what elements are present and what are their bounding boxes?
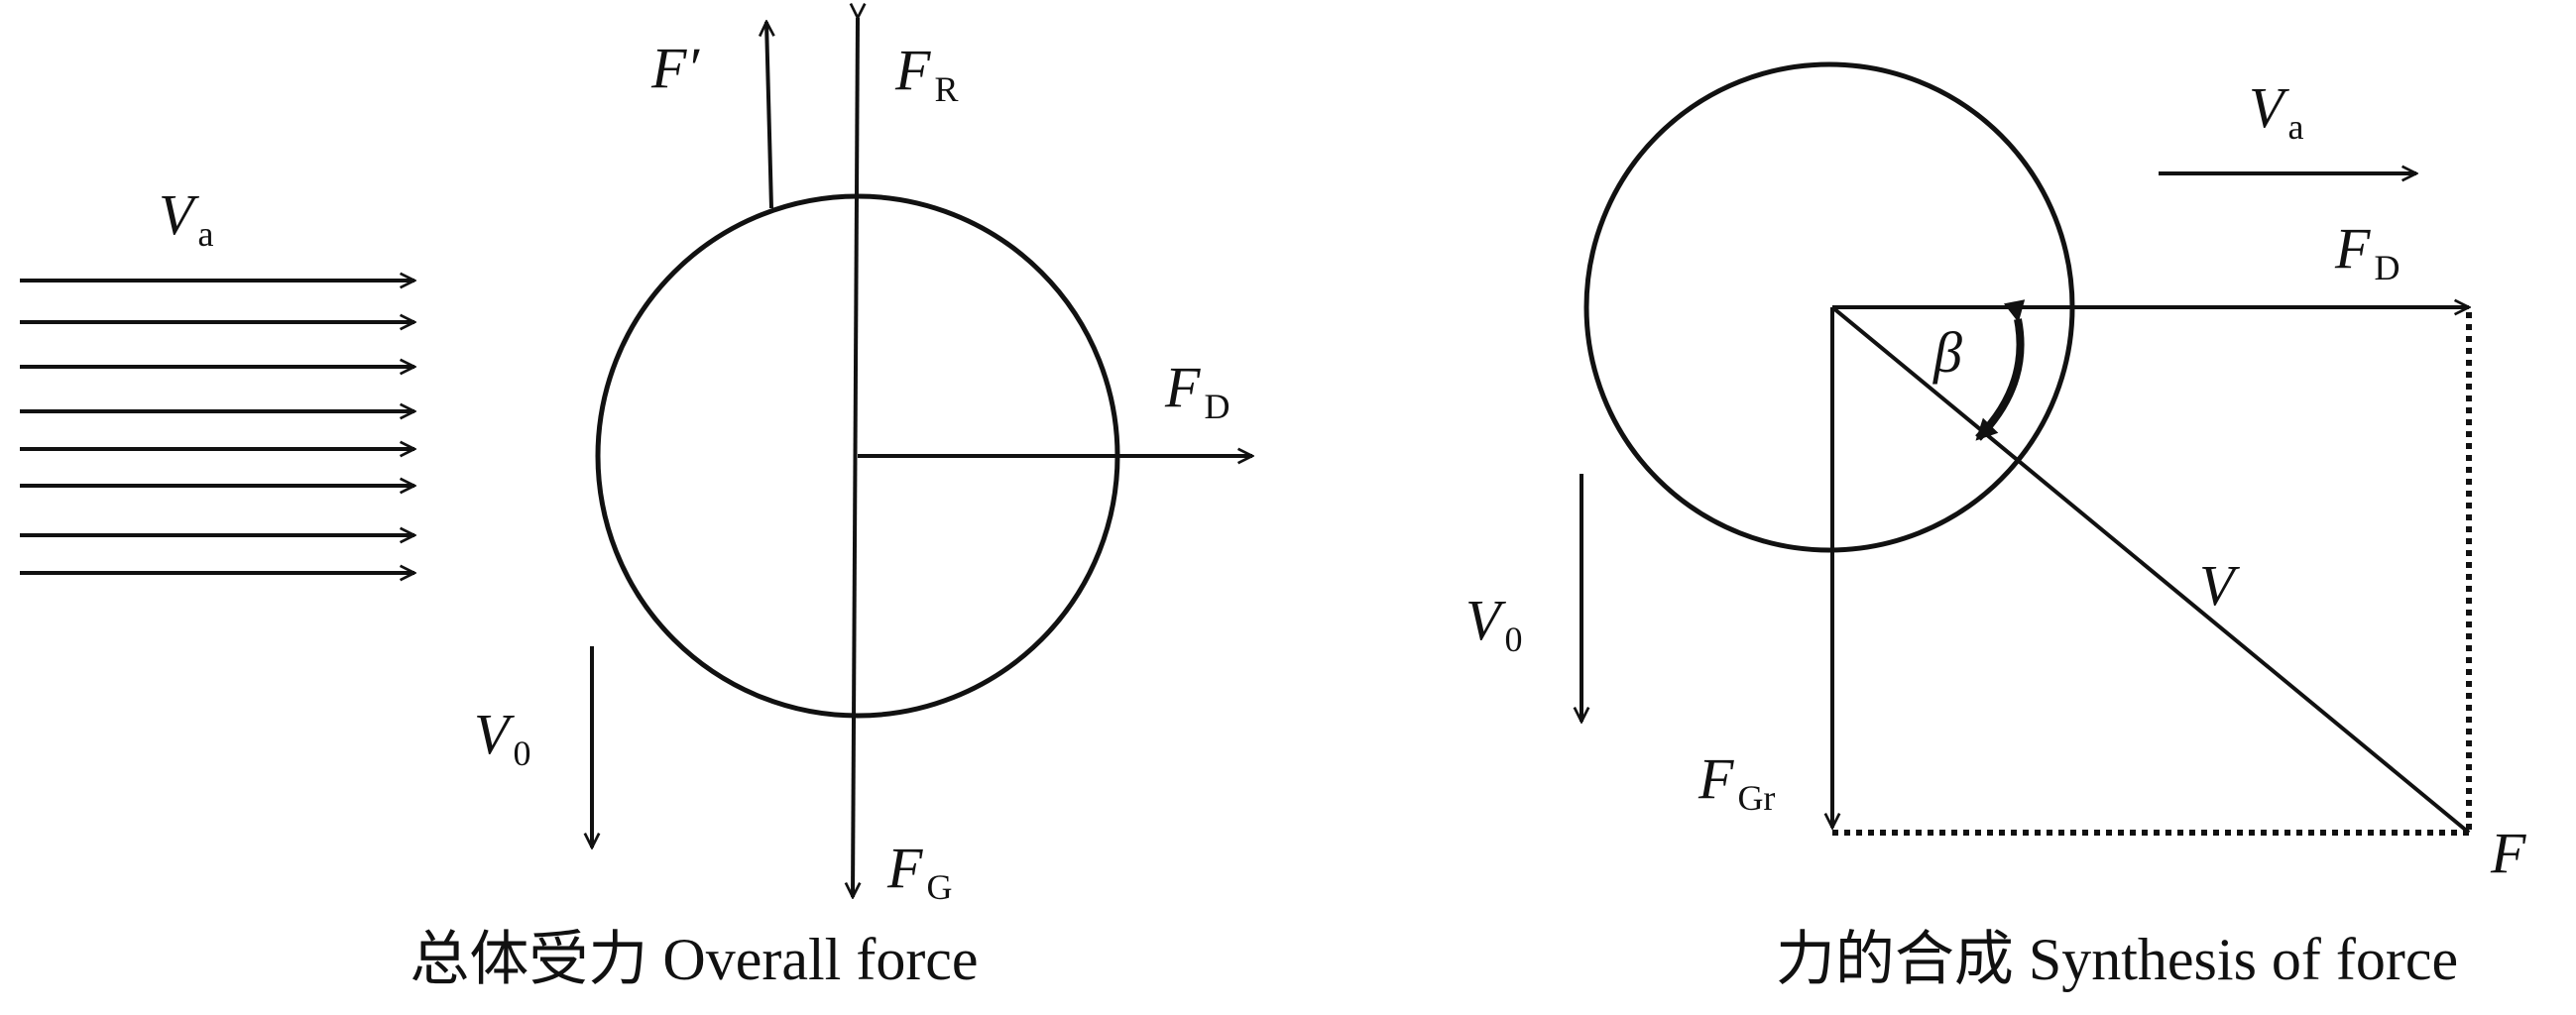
lift-force-arrow: [766, 22, 771, 209]
label-angle: β: [1932, 320, 1962, 385]
caption-synthesis-of-force: 力的合成 Synthesis of force: [1776, 927, 2458, 992]
caption-overall-force: 总体受力 Overall force: [410, 927, 978, 992]
label-resultant-force: F: [2490, 821, 2526, 885]
label-lift-force: F′: [650, 36, 700, 100]
resultant-diagonal: [1830, 305, 2471, 835]
angle-arc: [1975, 299, 2026, 441]
label-resultant-velocity: V: [2199, 553, 2241, 618]
airflow-arrows: [20, 281, 414, 573]
resistance-gravity-axis: [853, 18, 858, 897]
